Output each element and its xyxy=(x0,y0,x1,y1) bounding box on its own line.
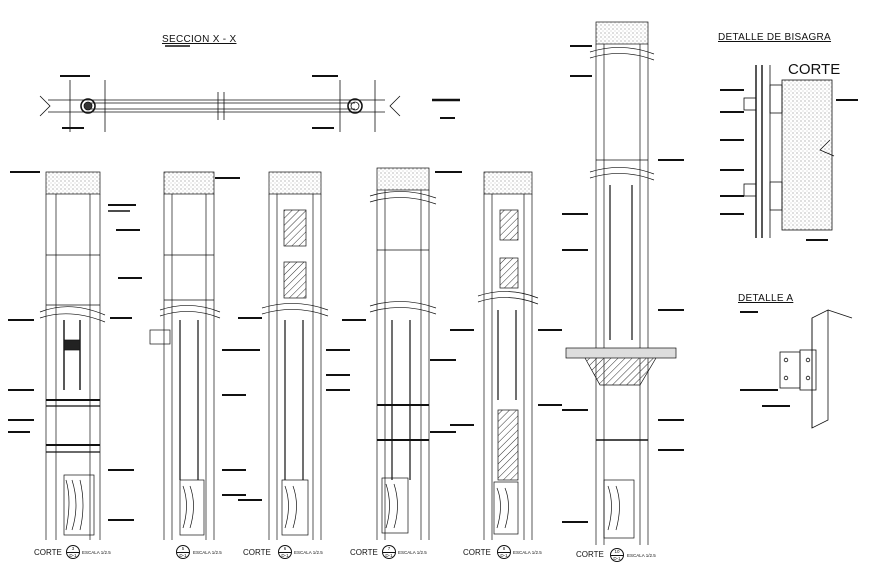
section-xx-plan xyxy=(39,45,460,132)
corte-scale: ESCALA 1/2.5 xyxy=(193,550,222,555)
corte-6-section xyxy=(236,171,350,540)
section-title: SECCION X - X xyxy=(162,34,237,45)
corte-scale: ESCALA 1/2.5 xyxy=(513,550,542,555)
corte-scale: ESCALA 1/2.5 xyxy=(294,550,323,555)
corte-label: CORTE xyxy=(350,548,378,557)
detail-a-title: DETALLE A xyxy=(738,293,794,304)
corte-scale: ESCALA 1/2.5 xyxy=(627,553,656,558)
corte-scale: ESCALA 1/2.5 xyxy=(82,550,111,555)
corte-5-section xyxy=(149,171,246,540)
corte-scale: ESCALA 1/2.5 xyxy=(398,550,427,555)
corte-3-section xyxy=(8,171,142,540)
corte-label: CORTE xyxy=(576,550,604,559)
detail-a-drawing xyxy=(740,309,853,429)
corte-label: CORTE xyxy=(463,548,491,557)
corte-label: CORTE xyxy=(243,548,271,557)
hinge-detail-drawing xyxy=(720,65,858,241)
hinge-corte-label: CORTE xyxy=(788,61,841,78)
corte-8-section xyxy=(450,171,562,540)
corte-10-section xyxy=(562,21,684,545)
hinge-detail-title: DETALLE DE BISAGRA xyxy=(718,32,832,43)
corte-label: CORTE xyxy=(34,548,62,557)
corte-7-section xyxy=(342,167,462,540)
